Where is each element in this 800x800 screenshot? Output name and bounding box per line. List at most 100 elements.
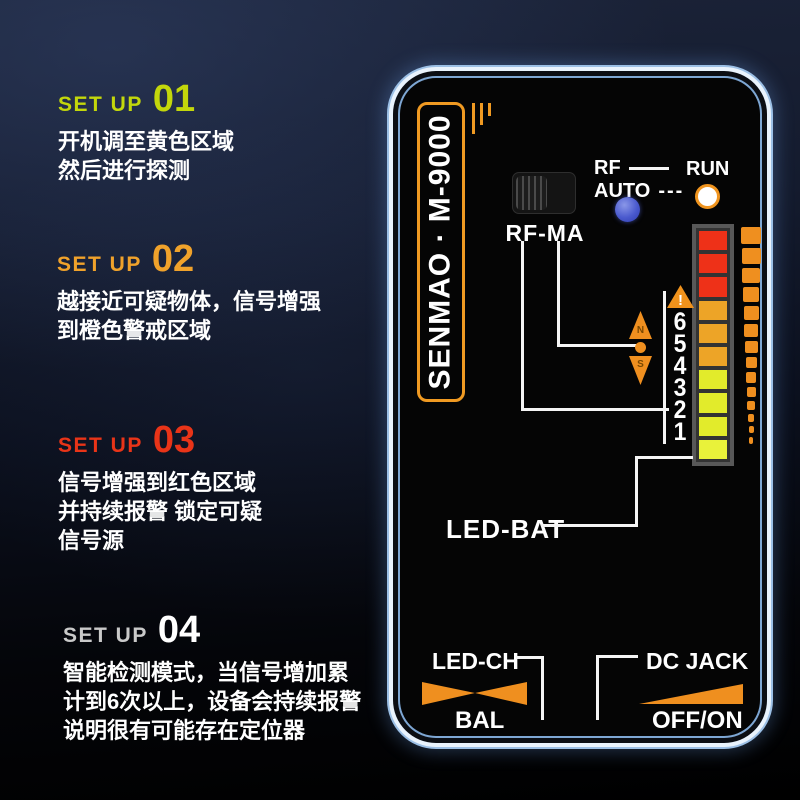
step-4-line-2: 计到6次以上，设备会持续报警	[63, 689, 362, 714]
led-segment-7	[699, 370, 727, 390]
compass-north-icon: N	[629, 311, 652, 339]
run-led-icon	[695, 184, 720, 209]
step-4-line-3: 说明很有可能存在定位器	[63, 718, 306, 743]
brand-plate: SENMAO · M-9000	[417, 102, 465, 402]
step-block-4: SET UP 04 智能检测模式，当信号增加累 计到6次以上，设备会持续报警 说…	[63, 611, 361, 745]
off-on-label: OFF/ON	[652, 707, 743, 734]
scale-number-6: 6	[673, 308, 687, 336]
step-4-number: 04	[157, 609, 201, 651]
brand-name: SENMAO · M-9000	[424, 114, 457, 390]
callout-line	[596, 655, 599, 720]
led-segment-4	[699, 300, 727, 320]
led-segment-5	[699, 323, 727, 344]
led-segment-6	[699, 347, 727, 367]
strip-segment	[741, 227, 761, 244]
strip-segment	[747, 401, 755, 410]
step-3-line-3: 信号源	[58, 528, 125, 553]
signal-tick-icon	[472, 103, 475, 134]
step-3-line-2: 并持续报警 锁定可疑	[58, 499, 263, 524]
rf-auto-labels: RF AUTO ---	[594, 157, 684, 203]
step-2-line-1: 越接近可疑物体，信号增强	[57, 289, 322, 314]
led-segment-10	[699, 439, 727, 460]
led-segment-3	[699, 277, 727, 297]
auto-led-icon	[615, 197, 640, 222]
step-3-header: SET UP 03	[58, 421, 262, 459]
strip-segment	[746, 387, 756, 397]
strip-segment	[744, 324, 758, 337]
slider-knob	[516, 176, 547, 210]
step-1-line-2: 然后进行探测	[58, 158, 191, 183]
led-bat-label: LED-BAT	[446, 514, 566, 544]
step-1-label: SET UP	[58, 93, 143, 116]
strip-segment	[741, 248, 761, 264]
callout-line	[521, 241, 524, 411]
bal-label: BAL	[455, 707, 505, 734]
auto-dashes: ---	[658, 180, 685, 202]
scale-number-5: 5	[673, 330, 687, 358]
callout-line	[516, 656, 544, 659]
signal-tick-icon	[488, 103, 491, 116]
step-2-text: 越接近可疑物体，信号增强 到橙色警戒区域	[57, 287, 321, 345]
scale-number-3: 3	[673, 374, 687, 402]
step-3-number: 03	[152, 419, 196, 461]
step-1-header: SET UP 01	[58, 80, 234, 118]
step-2-header: SET UP 02	[57, 240, 321, 278]
strip-segment	[749, 437, 753, 444]
strip-segment	[743, 287, 759, 302]
callout-line	[557, 344, 637, 347]
callout-line	[635, 456, 638, 527]
compass-south-icon: S	[629, 356, 652, 385]
step-3-line-1: 信号增强到红色区域	[58, 470, 257, 495]
strip-segment	[748, 426, 754, 433]
rf-dash-line	[628, 167, 669, 170]
scale-number-1: 1	[673, 418, 687, 446]
scale-bracket-line	[663, 291, 666, 444]
step-2-label: SET UP	[57, 253, 142, 276]
step-4-header: SET UP 04	[63, 611, 361, 649]
warning-icon: !	[667, 285, 694, 308]
volume-wedge-icon	[639, 684, 743, 704]
step-4-line-1: 智能检测模式，当信号增加累	[63, 660, 350, 685]
rf-label: RF	[594, 157, 621, 179]
auto-label: AUTO	[594, 180, 651, 202]
step-2-line-2: 到橙色警戒区域	[57, 318, 212, 343]
compass-dot-icon	[635, 342, 646, 353]
step-4-text: 智能检测模式，当信号增加累 计到6次以上，设备会持续报警 说明很有可能存在定位器	[63, 658, 361, 745]
step-block-2: SET UP 02 越接近可疑物体，信号增强 到橙色警戒区域	[57, 240, 321, 345]
dc-jack-label: DC JACK	[646, 648, 749, 674]
callout-line	[635, 456, 693, 459]
strip-segment	[742, 268, 760, 283]
callout-line	[521, 408, 669, 411]
scale-number-2: 2	[673, 396, 687, 424]
strip-segment	[745, 357, 757, 368]
step-3-label: SET UP	[58, 434, 143, 457]
strip-segment	[746, 372, 756, 383]
detector-device: SENMAO · M-9000 RF-MA RF AUTO --- RUN	[400, 78, 762, 736]
step-3-text: 信号增强到红色区域 并持续报警 锁定可疑 信号源	[58, 468, 262, 555]
bal-bowtie-icon	[422, 682, 527, 705]
led-segment-2	[699, 254, 727, 274]
callout-line	[541, 656, 544, 720]
step-2-number: 02	[151, 238, 195, 280]
callout-line	[541, 524, 637, 527]
step-1-line-1: 开机调至黄色区域	[58, 129, 235, 154]
step-block-3: SET UP 03 信号增强到红色区域 并持续报警 锁定可疑 信号源	[58, 421, 262, 555]
step-block-1: SET UP 01 开机调至黄色区域 然后进行探测	[58, 80, 234, 185]
rf-ma-label: RF-MA	[505, 220, 585, 246]
tapering-led-strip	[740, 227, 762, 467]
strip-segment	[744, 341, 758, 353]
step-4-label: SET UP	[63, 624, 148, 647]
strip-segment	[743, 306, 759, 320]
step-1-text: 开机调至黄色区域 然后进行探测	[58, 127, 234, 185]
strip-segment	[748, 414, 754, 422]
callout-line	[557, 241, 560, 347]
led-ch-label: LED-CH	[432, 648, 519, 674]
signal-tick-icon	[480, 103, 483, 125]
led-segment-9	[699, 416, 727, 436]
led-segment-1	[699, 231, 727, 251]
run-label: RUN	[686, 158, 730, 180]
step-1-number: 01	[152, 78, 196, 120]
scale-number-4: 4	[673, 352, 687, 380]
